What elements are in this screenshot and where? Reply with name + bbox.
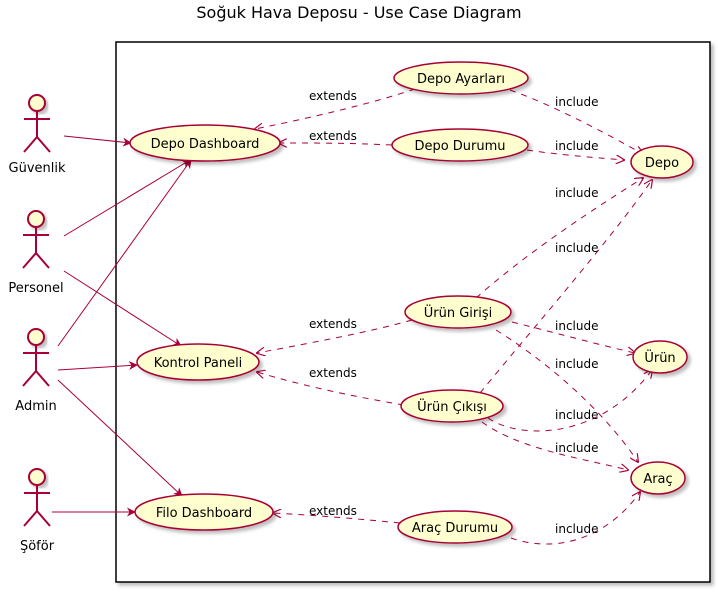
actor-admin: Admin xyxy=(15,328,57,414)
include-arac-durumu-arac xyxy=(510,492,640,545)
include-urun-girisi-depo xyxy=(475,178,643,299)
include-depo-ayarlari-depo xyxy=(509,89,643,154)
actor-personel: Personel xyxy=(8,210,64,296)
extends-urun-girisi xyxy=(257,319,413,353)
actor-sofor: Şöför xyxy=(20,468,55,554)
extends-urun-cikisi xyxy=(257,372,405,406)
include-urun-cikisi-depo xyxy=(479,180,652,394)
usecase-urun-cikisi: Ürün Çıkışı xyxy=(400,389,504,423)
usecase-depo-ayarlari: Depo Ayarları xyxy=(393,61,529,95)
usecase-arac: Araç xyxy=(630,461,686,495)
assoc-personel-kontrol-paneli xyxy=(63,270,182,347)
label-include-8: include xyxy=(555,441,598,455)
label-extends-depo-durumu: extends xyxy=(309,129,357,143)
actor-guvenlik: Güvenlik xyxy=(9,94,66,176)
usecase-label: Ürün Çıkışı xyxy=(417,398,487,415)
label-include-2: include xyxy=(555,139,598,153)
usecase-arac-durumu: Araç Durumu xyxy=(397,510,513,544)
label-include-4: include xyxy=(555,241,598,255)
extends-depo-ayarlari xyxy=(255,88,416,129)
include-urun-girisi-arac xyxy=(495,329,638,462)
label-extends-depo-ayarlari: extends xyxy=(309,89,357,103)
extends-depo-durumu xyxy=(279,143,393,145)
actor-label: Admin xyxy=(15,399,56,414)
usecase-depo-dashboard: Depo Dashboard xyxy=(129,124,281,162)
actor-label: Personel xyxy=(8,281,63,296)
usecase-urun-girisi: Ürün Girişi xyxy=(404,295,512,329)
label-include-6: include xyxy=(555,357,598,371)
usecase-label: Araç Durumu xyxy=(412,521,498,536)
label-extends-urun-cikisi: extends xyxy=(309,366,357,380)
usecase-label: Depo Dashboard xyxy=(151,137,260,152)
label-include-5: include xyxy=(555,319,598,333)
label-include-1: include xyxy=(555,95,598,109)
usecase-depo: Depo xyxy=(630,145,694,179)
usecase-label: Filo Dashboard xyxy=(156,506,252,521)
usecase-label: Kontrol Paneli xyxy=(154,356,243,371)
assoc-personel-depo-dashboard xyxy=(63,159,191,237)
usecase-depo-durumu: Depo Durumu xyxy=(391,128,529,162)
assoc-admin-filo-dashboard xyxy=(57,379,183,497)
usecase-label: Araç xyxy=(643,472,672,487)
actor-label: Şöför xyxy=(20,539,55,554)
label-extends-arac-durumu: extends xyxy=(309,504,357,518)
include-urun-cikisi-arac xyxy=(481,421,628,470)
include-urun-girisi-urun xyxy=(511,321,635,353)
usecase-filo-dashboard: Filo Dashboard xyxy=(134,493,274,531)
label-include-7: include xyxy=(555,408,598,422)
assoc-admin-depo-dashboard xyxy=(57,159,192,347)
label-include-3: include xyxy=(555,186,598,200)
label-extends-urun-girisi: extends xyxy=(309,317,357,331)
actor-label: Güvenlik xyxy=(9,161,66,176)
assoc-guvenlik-depo-dashboard xyxy=(63,135,132,147)
usecase-kontrol-paneli: Kontrol Paneli xyxy=(136,343,260,381)
assoc-admin-kontrol-paneli xyxy=(57,361,138,371)
label-include-9: include xyxy=(555,522,598,536)
include-depo-durumu-depo xyxy=(526,149,624,160)
usecase-label: Depo Ayarları xyxy=(417,72,505,87)
usecase-label: Ürün xyxy=(644,349,675,366)
usecase-label: Ürün Girişi xyxy=(424,304,493,321)
extends-arac-durumu xyxy=(273,513,401,524)
diagram-title: Soğuk Hava Deposu - Use Case Diagram xyxy=(196,3,521,22)
include-urun-cikisi-urun xyxy=(487,370,652,432)
usecase-label: Depo Durumu xyxy=(414,139,505,154)
usecase-urun: Ürün xyxy=(632,340,688,374)
usecase-label: Depo xyxy=(645,156,679,171)
